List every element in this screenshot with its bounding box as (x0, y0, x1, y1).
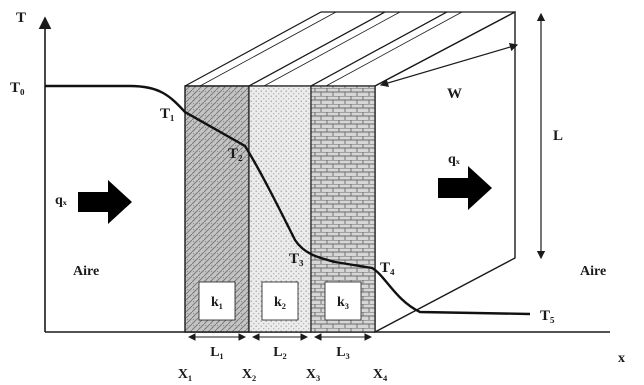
y-axis-label: T (16, 10, 26, 26)
width-label: W (447, 86, 462, 102)
k3-label: k₃ (337, 295, 349, 310)
t0-label: T₀ (10, 80, 25, 96)
t1-label: T₁ (160, 106, 175, 122)
k2-box (261, 281, 299, 321)
l2-label: L₂ (273, 345, 287, 360)
top-face-line (263, 11, 401, 87)
air-label-right: Aire (580, 264, 606, 279)
t4-label: T₄ (380, 260, 395, 276)
heat-flux-label-right: qₓ (448, 152, 461, 167)
k1-label: k₁ (211, 295, 223, 310)
top-face-line (199, 11, 337, 87)
x1-label: X₁ (178, 367, 192, 382)
x4-label: X₄ (373, 367, 388, 382)
air-label-left: Aire (73, 264, 99, 279)
k2-label: k₂ (274, 295, 286, 310)
heat-flux-label-left: qₓ (55, 193, 68, 208)
x3-label: X₃ (306, 367, 320, 382)
k3-box (324, 281, 362, 321)
x-axis-label: x (618, 351, 625, 366)
t2-label: T₂ (228, 146, 243, 162)
x2-label: X₂ (242, 367, 256, 382)
k1-box (198, 281, 236, 321)
t3-label: T₃ (289, 251, 304, 267)
heat-flux-arrow-left (78, 180, 132, 224)
l3-label: L₃ (336, 345, 350, 360)
heat-flux-arrow-right (438, 166, 492, 210)
t5-label: T₅ (540, 308, 555, 324)
width-dimension-line (379, 43, 519, 87)
height-label: L (553, 128, 563, 144)
l1-label: L₁ (210, 345, 224, 360)
temperature-profile (45, 84, 531, 316)
